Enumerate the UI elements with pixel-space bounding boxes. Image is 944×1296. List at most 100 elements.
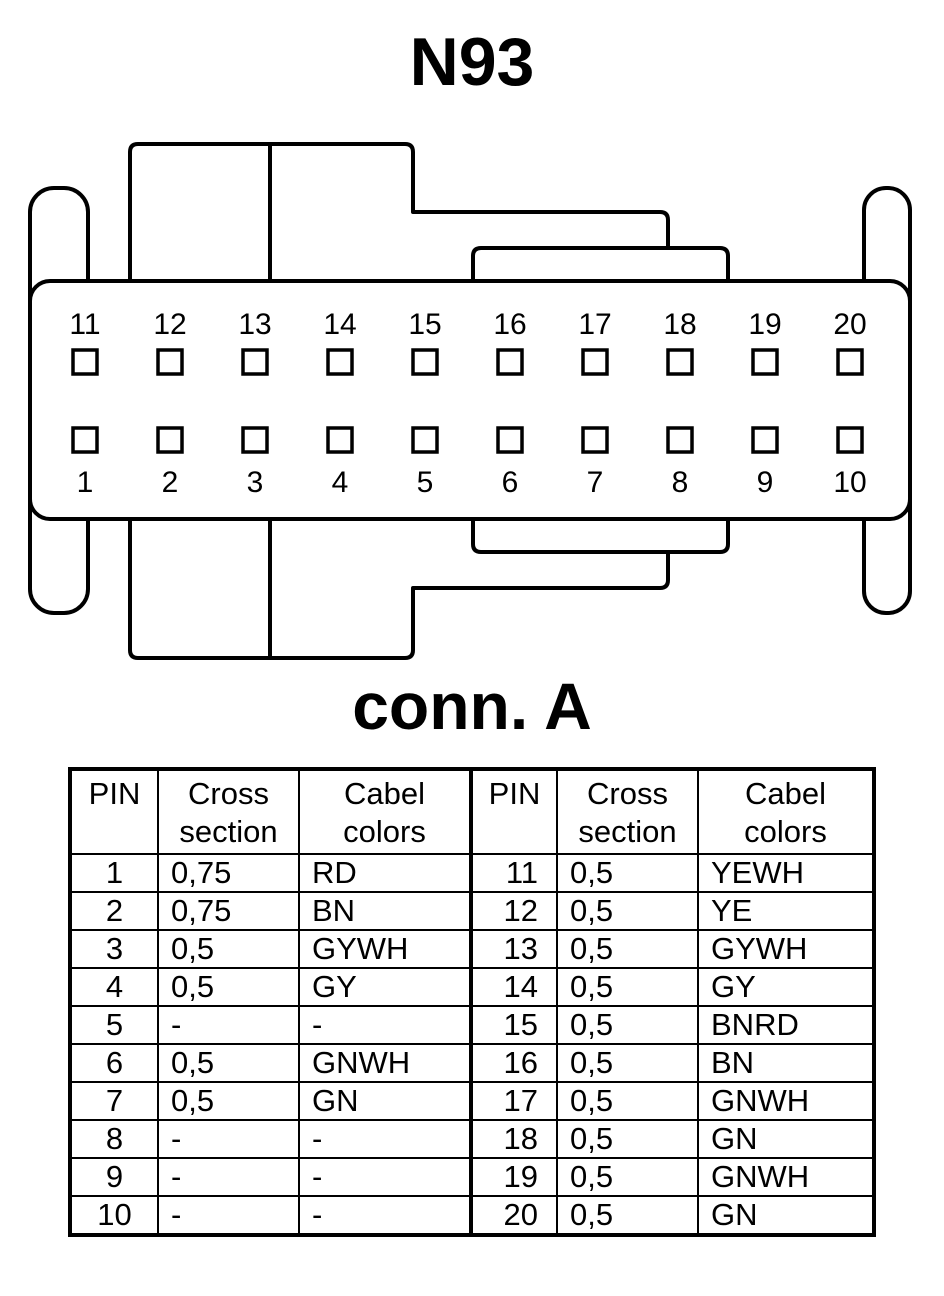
cross-section-cell: 0,5	[556, 1005, 699, 1045]
pin-cell: 6	[69, 1043, 159, 1083]
pin-socket	[496, 348, 524, 376]
cross-section-cell: -	[157, 1195, 300, 1236]
pin-number-label: 11	[69, 308, 100, 341]
cable-color-cell: GYWH	[697, 929, 875, 969]
cross-section-cell: 0,5	[556, 891, 699, 931]
cable-color-cell: GN	[298, 1081, 473, 1121]
pin-cell: 20	[469, 1195, 558, 1236]
cross-section-cell: 0,75	[157, 891, 300, 931]
cable-color-cell: GNWH	[697, 1157, 875, 1197]
pin-number-label: 12	[153, 308, 186, 341]
pin-socket	[411, 426, 439, 454]
pin-cell: 14	[469, 967, 558, 1007]
pin-number-label: 16	[493, 308, 526, 341]
cable-color-cell: BN	[298, 891, 473, 931]
cross-section-cell: -	[157, 1157, 300, 1197]
pin-socket	[751, 426, 779, 454]
pin-cell: 11	[469, 853, 558, 893]
cross-section-cell: 0,5	[556, 1195, 699, 1236]
pin-cell: 5	[69, 1005, 159, 1045]
header-pin: PIN	[469, 768, 558, 855]
pin-socket	[71, 426, 99, 454]
pin-socket	[156, 426, 184, 454]
pin-socket	[581, 348, 609, 376]
cross-section-cell: 0,5	[556, 1043, 699, 1083]
cable-color-cell: GYWH	[298, 929, 473, 969]
pin-socket	[751, 348, 779, 376]
lower-housing-inner	[471, 515, 730, 554]
pin-cell: 12	[469, 891, 558, 931]
pin-number-label: 15	[408, 308, 441, 341]
cable-color-cell: GN	[697, 1195, 875, 1236]
cable-color-cell: YEWH	[697, 853, 875, 893]
pin-cell: 13	[469, 929, 558, 969]
pin-number-label: 20	[833, 308, 866, 341]
pin-socket	[496, 426, 524, 454]
cross-section-cell: 0,5	[556, 853, 699, 893]
cable-color-cell: BNRD	[697, 1005, 875, 1045]
cable-color-cell: RD	[298, 853, 473, 893]
pin-socket	[156, 348, 184, 376]
pin-number-label: 2	[162, 466, 179, 499]
cable-color-cell: -	[298, 1157, 473, 1197]
pin-number-label: 5	[417, 466, 434, 499]
pin-number-label: 14	[323, 308, 356, 341]
pin-cell: 2	[69, 891, 159, 931]
pin-cell: 19	[469, 1157, 558, 1197]
connector-body	[28, 279, 912, 521]
pin-socket	[666, 426, 694, 454]
pin-number-label: 19	[748, 308, 781, 341]
cable-color-cell: GNWH	[298, 1043, 473, 1083]
pin-socket	[71, 348, 99, 376]
cross-section-cell: 0,5	[556, 1157, 699, 1197]
cross-section-cell: 0,5	[157, 1043, 300, 1083]
pin-number-label: 18	[663, 308, 696, 341]
cable-color-cell: YE	[697, 891, 875, 931]
connector-label: conn. A	[352, 669, 592, 743]
cable-color-cell: -	[298, 1119, 473, 1159]
pin-number-label: 10	[833, 466, 866, 499]
pin-number-label: 17	[578, 308, 611, 341]
pin-cell: 4	[69, 967, 159, 1007]
cable-color-cell: GY	[697, 967, 875, 1007]
pin-cell: 18	[469, 1119, 558, 1159]
cross-section-cell: 0,5	[157, 929, 300, 969]
pin-cell: 3	[69, 929, 159, 969]
cross-section-cell: -	[157, 1005, 300, 1045]
cross-section-cell: -	[157, 1119, 300, 1159]
pin-socket	[241, 348, 269, 376]
cross-section-cell: 0,5	[157, 1081, 300, 1121]
cable-color-cell: GY	[298, 967, 473, 1007]
pin-socket	[581, 426, 609, 454]
pin-number-label: 1	[77, 466, 94, 499]
cable-color-cell: -	[298, 1195, 473, 1236]
pin-socket	[836, 348, 864, 376]
cross-section-cell: 0,75	[157, 853, 300, 893]
pin-number-label: 8	[672, 466, 689, 499]
pin-number-label: 9	[757, 466, 774, 499]
pin-number-label: 4	[332, 466, 349, 499]
pin-cell: 10	[69, 1195, 159, 1236]
pin-socket	[836, 426, 864, 454]
cross-section-cell: 0,5	[157, 967, 300, 1007]
pin-socket	[326, 426, 354, 454]
pin-cell: 17	[469, 1081, 558, 1121]
cable-color-cell: GN	[697, 1119, 875, 1159]
cable-color-cell: BN	[697, 1043, 875, 1083]
pin-socket	[326, 348, 354, 376]
pin-cell: 15	[469, 1005, 558, 1045]
